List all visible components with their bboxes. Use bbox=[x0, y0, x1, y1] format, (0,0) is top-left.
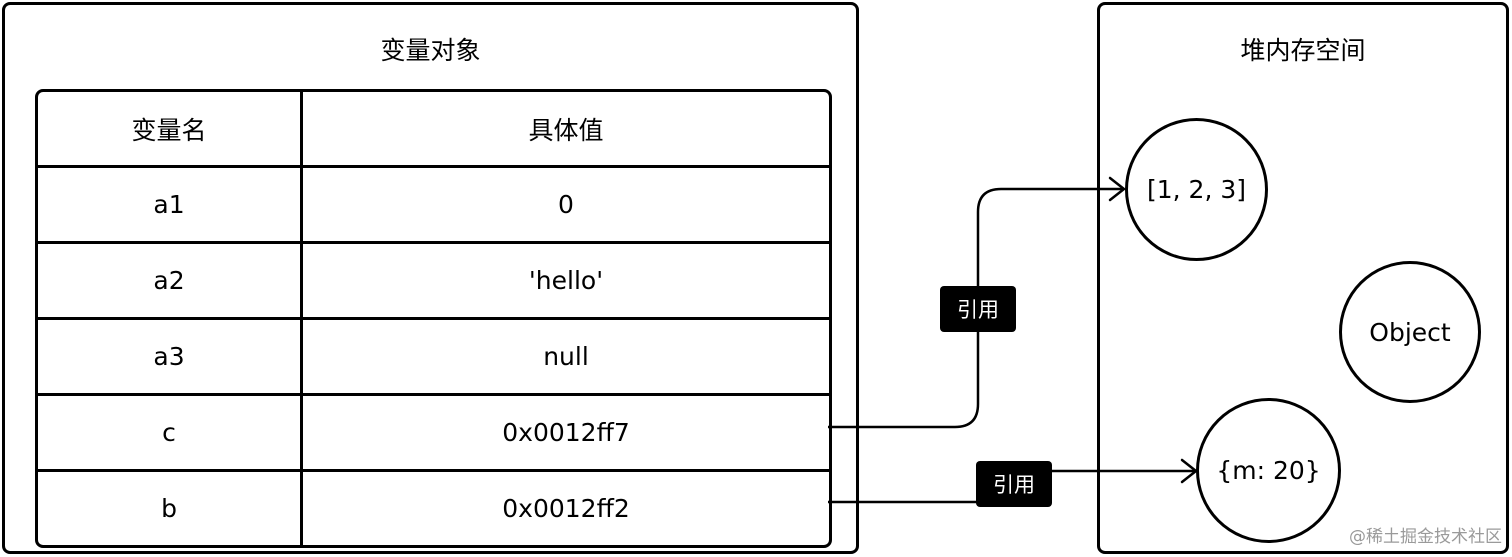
variable-name-cell: a3 bbox=[38, 320, 303, 396]
table-row: b 0x0012ff2 bbox=[38, 472, 829, 545]
variable-value-cell: 0 bbox=[303, 168, 829, 244]
column-header-variable-name: 变量名 bbox=[38, 92, 303, 168]
arrowhead-icon bbox=[1108, 176, 1126, 202]
heap-node-array: [1, 2, 3] bbox=[1125, 118, 1268, 261]
table-row: a1 0 bbox=[38, 168, 829, 244]
table-header-row: 变量名 具体值 bbox=[38, 92, 829, 168]
variable-value-cell: null bbox=[303, 320, 829, 396]
heap-memory-title: 堆内存空间 bbox=[1240, 36, 1366, 65]
variable-name-cell: a2 bbox=[38, 244, 303, 320]
variable-value-cell: 0x0012ff7 bbox=[303, 396, 829, 472]
variable-object-panel: 变量对象 变量名 具体值 a1 0 a2 'hello' a3 null c 0… bbox=[2, 2, 859, 554]
reference-label: 引用 bbox=[940, 286, 1016, 332]
variable-name-cell: a1 bbox=[38, 168, 303, 244]
variable-value-cell: 'hello' bbox=[303, 244, 829, 320]
reference-label: 引用 bbox=[976, 461, 1052, 507]
heap-node-object: Object bbox=[1339, 261, 1481, 403]
table-row: c 0x0012ff7 bbox=[38, 396, 829, 472]
heap-node-m-object: {m: 20} bbox=[1196, 398, 1341, 543]
column-header-value: 具体值 bbox=[303, 92, 829, 168]
variable-name-cell: b bbox=[38, 472, 303, 545]
variable-table: 变量名 具体值 a1 0 a2 'hello' a3 null c 0x0012… bbox=[35, 89, 832, 548]
variable-value-cell: 0x0012ff2 bbox=[502, 494, 630, 523]
variable-name-cell: c bbox=[38, 396, 303, 472]
table-row: a3 null bbox=[38, 320, 829, 396]
variable-object-title: 变量对象 bbox=[380, 36, 481, 65]
watermark: @稀土掘金技术社区 bbox=[1349, 527, 1502, 547]
table-row: a2 'hello' bbox=[38, 244, 829, 320]
